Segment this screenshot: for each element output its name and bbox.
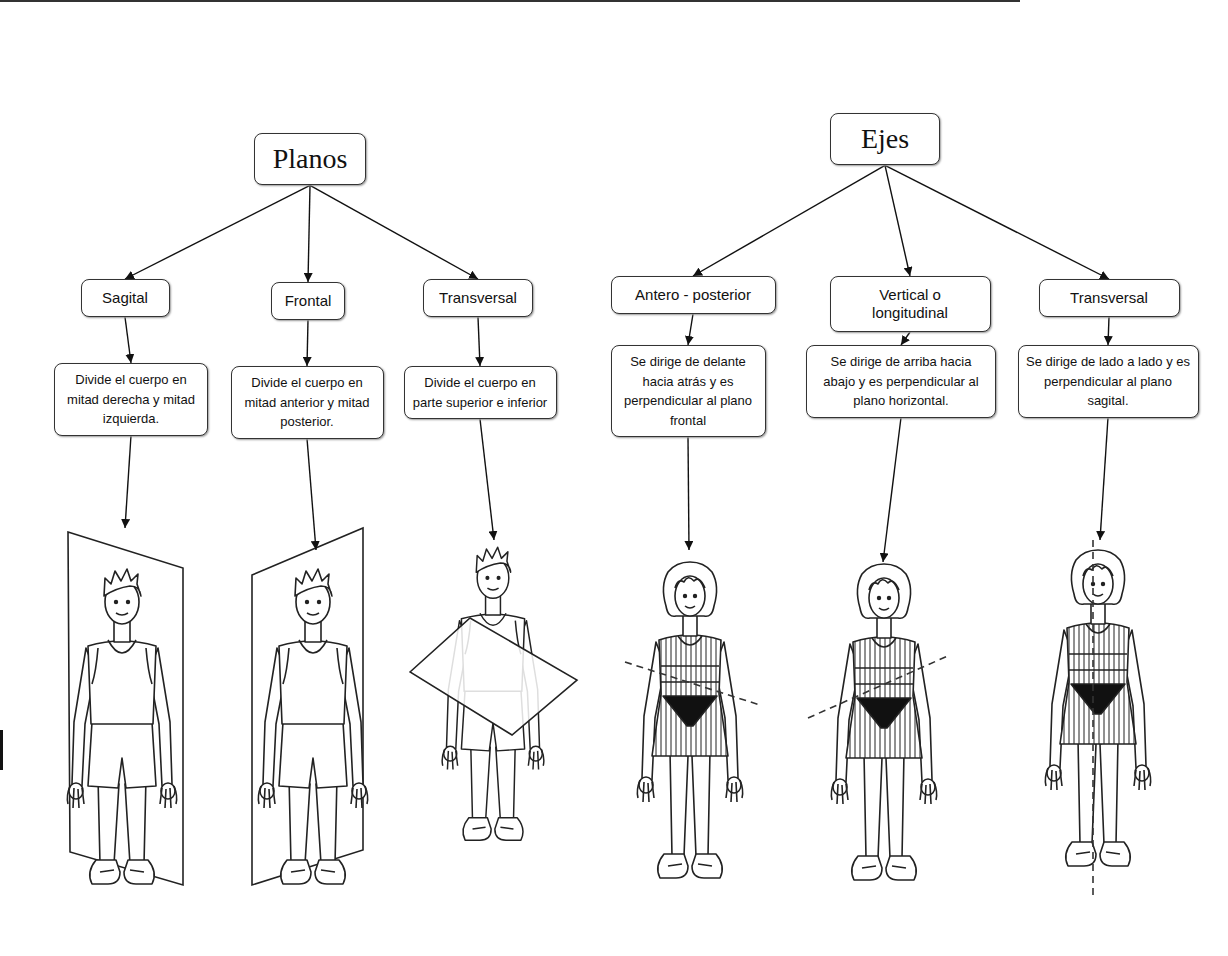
human-figure [1045,550,1150,866]
axis-line [625,662,760,705]
description-text: Divide el cuerpo en mitad anterior y mit… [238,373,377,432]
connector-arrow [310,185,478,279]
edge-mark [0,730,3,770]
description-box: Divide el cuerpo en mitad anterior y mit… [231,366,384,439]
leader-arrow [307,439,316,551]
connector-arrow [693,165,885,276]
description-box: Se dirige de arriba hacia abajo y es per… [806,345,996,418]
human-figure [258,569,367,884]
axis-line [1092,540,1094,900]
connector-arrow [885,165,1109,279]
description-box: Se dirige de delante hacia atrás y es pe… [611,345,766,437]
connector-arrow [125,185,310,279]
box-label: Vertical o longitudinal [841,286,980,322]
type-box: Transversal [423,279,533,317]
box-label: Transversal [1050,289,1169,307]
connector-arrow [688,314,693,345]
axis-line [808,655,950,718]
category-box: Planos [254,133,366,185]
box-label: Planos [269,141,351,177]
leader-arrow [688,437,689,550]
description-box: Se dirige de lado a lado y es perpendicu… [1018,345,1199,418]
connector-arrow [901,332,910,345]
description-box: Divide el cuerpo en parte superior e inf… [404,366,557,419]
type-box: Sagital [81,279,170,317]
type-box: Antero - posterior [611,276,776,314]
description-box: Divide el cuerpo en mitad derecha y mita… [54,363,208,436]
description-text: Divide el cuerpo en parte superior e inf… [411,373,550,412]
connector-arrow [125,317,131,363]
type-box: Frontal [271,282,345,320]
box-label: Sagital [92,289,159,307]
box-label: Transversal [434,289,522,307]
connector-arrow [478,317,480,366]
box-label: Frontal [282,292,334,310]
connector-arrow [1108,317,1109,345]
leader-arrow [480,419,494,540]
transverse-plane [410,618,577,735]
description-text: Se dirige de lado a lado y es perpendicu… [1025,352,1192,411]
leader-arrow [1100,418,1108,541]
description-text: Divide el cuerpo en mitad derecha y mita… [61,370,201,429]
human-figure [67,569,176,884]
connector-arrow [308,185,310,282]
top-rule [0,0,1020,2]
box-label: Ejes [845,121,925,157]
type-box: Vertical o longitudinal [830,276,991,332]
human-figure [637,562,742,878]
description-text: Se dirige de arriba hacia abajo y es per… [813,352,989,411]
category-box: Ejes [830,113,940,165]
connector-arrow [885,165,910,276]
human-figure [831,564,936,880]
connector-arrow [307,320,308,366]
leader-arrow [883,418,901,563]
leader-arrow [125,436,131,529]
sagittal-plane [68,532,183,885]
box-label: Antero - posterior [622,286,765,304]
type-box: Transversal [1039,279,1180,317]
description-text: Se dirige de delante hacia atrás y es pe… [618,352,759,430]
